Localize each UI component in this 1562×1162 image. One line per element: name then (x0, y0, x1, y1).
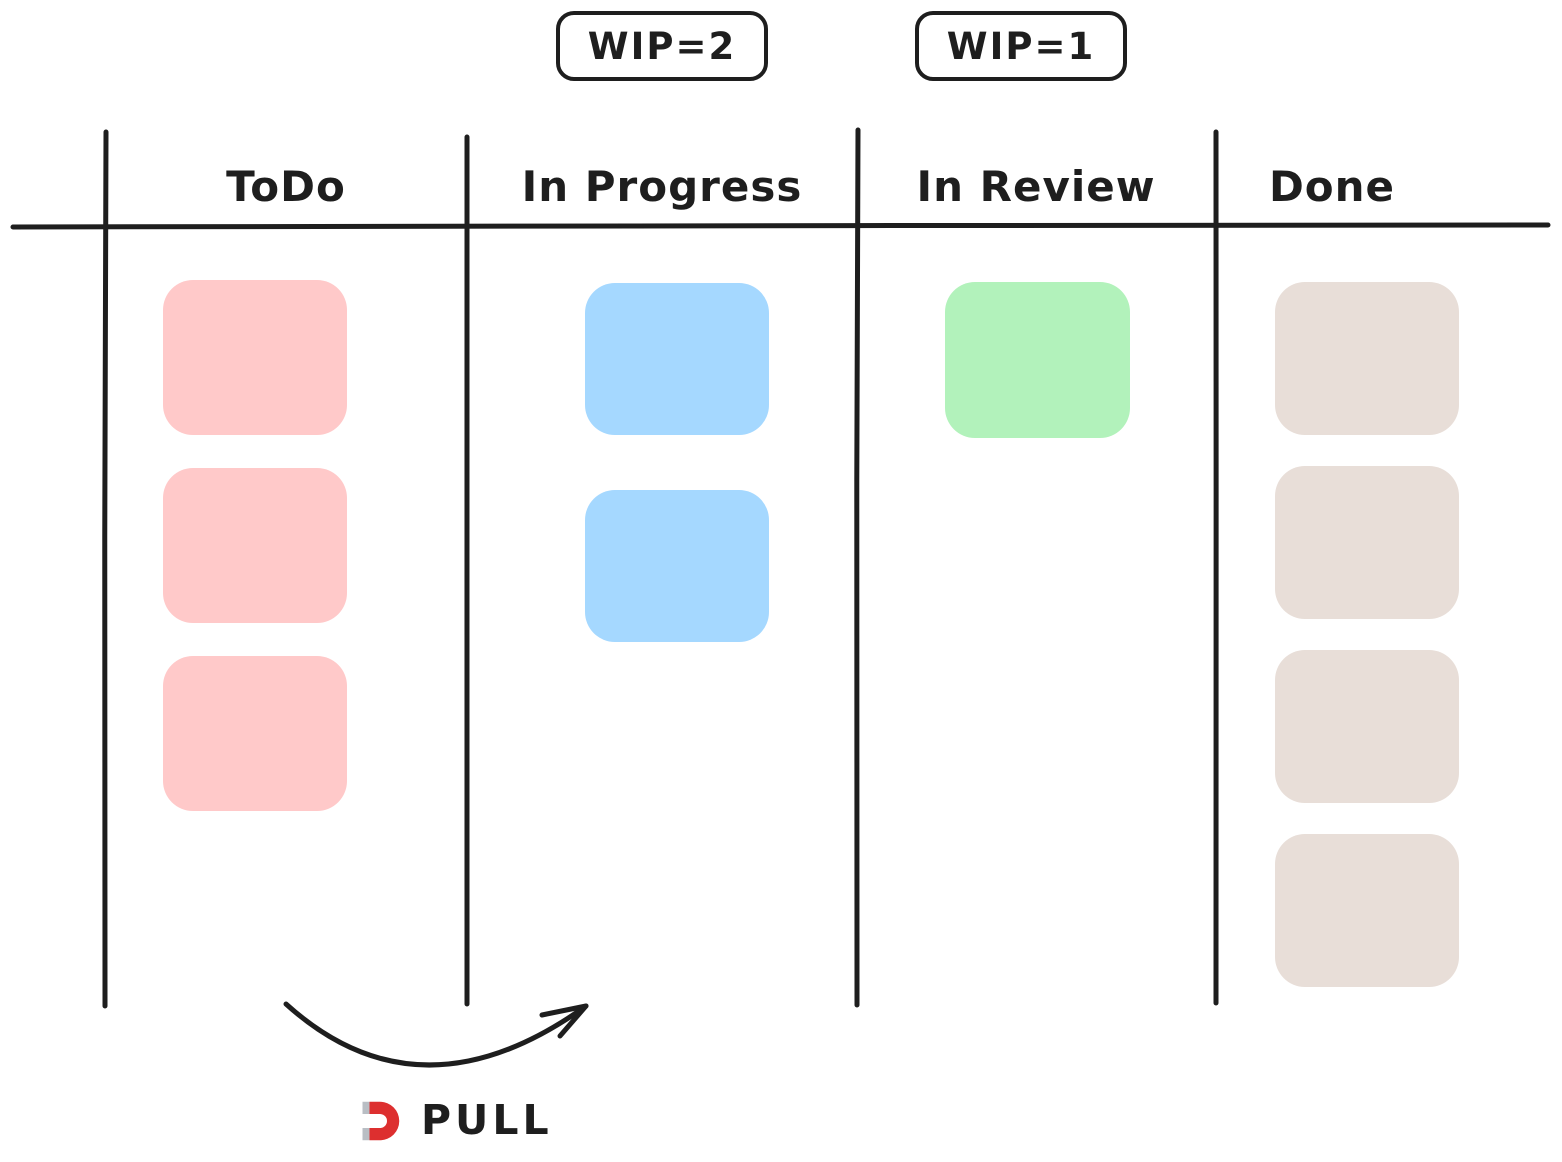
card-stack-todo (163, 280, 347, 811)
card-stack-in-progress (585, 283, 769, 642)
kanban-card (1275, 834, 1459, 987)
column-header-in-progress: In Progress (521, 161, 803, 211)
wip-limit-label: WIP=1 (946, 24, 1096, 68)
kanban-card (1275, 282, 1459, 435)
kanban-card (945, 282, 1130, 438)
kanban-card (585, 283, 769, 435)
card-stack-done (1275, 282, 1459, 987)
column-header-in-review: In Review (916, 161, 1156, 211)
wip-limit-badge-in-progress: WIP=2 (556, 11, 768, 81)
column-header-done: Done (1268, 161, 1396, 211)
card-stack-in-review (945, 282, 1130, 438)
kanban-card (163, 656, 347, 811)
magnet-icon (362, 1101, 400, 1141)
wip-limit-badge-in-review: WIP=1 (915, 11, 1127, 81)
column-header-todo: ToDo (226, 161, 346, 211)
pull-arrow (283, 1001, 589, 1068)
pull-label: PULL (421, 1096, 553, 1144)
column-divider-line-1 (102, 129, 109, 1009)
column-divider-line-2 (464, 134, 470, 1007)
column-divider-line-3 (854, 127, 861, 1008)
kanban-card (1275, 466, 1459, 619)
kanban-card (585, 490, 769, 642)
header-underline (10, 222, 1551, 230)
column-divider-line-4 (1213, 129, 1219, 1006)
wip-limit-label: WIP=2 (587, 24, 737, 68)
kanban-card (1275, 650, 1459, 803)
kanban-card (163, 280, 347, 435)
kanban-card (163, 468, 347, 623)
